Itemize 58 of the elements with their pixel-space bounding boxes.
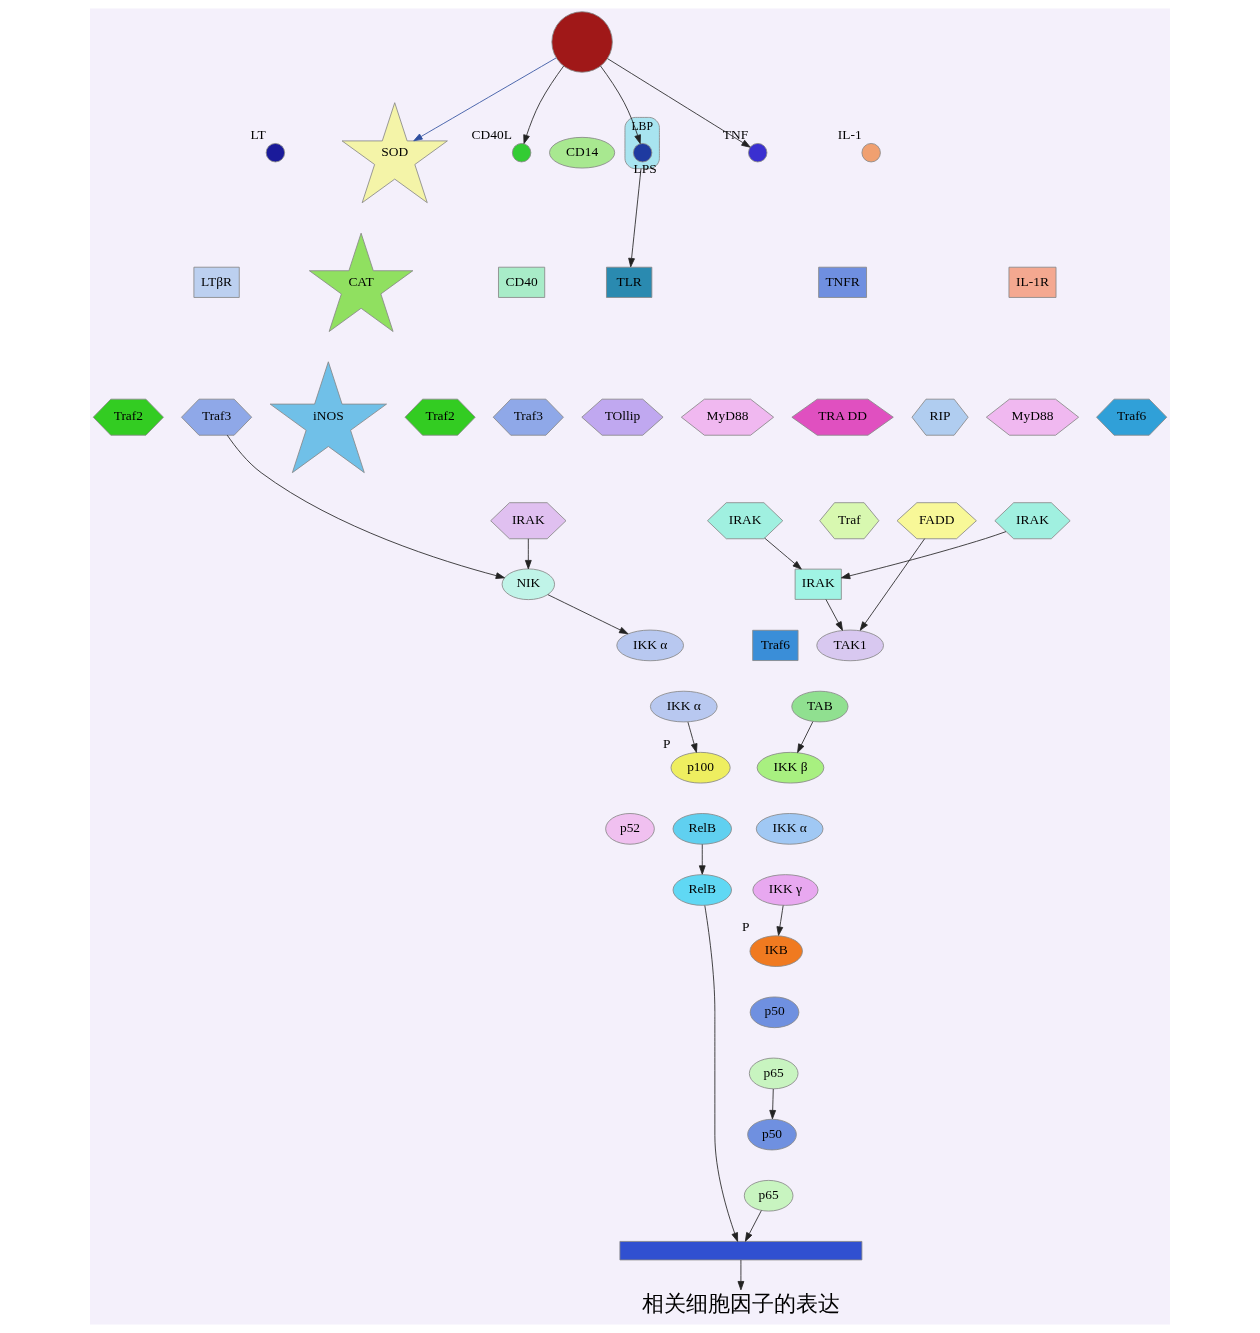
arrow — [523, 65, 565, 144]
arrow — [840, 531, 1007, 580]
arrow — [704, 905, 739, 1242]
node-ellipse: NIK — [501, 568, 555, 601]
arrow — [776, 905, 784, 936]
arrow — [607, 58, 751, 148]
node-ellipse: RelB — [672, 874, 732, 906]
node-box: TLR — [606, 266, 653, 298]
node-ellipse: p65 — [743, 1179, 794, 1212]
node-ellipse: IKK α — [650, 690, 718, 723]
node-ellipse: IKB — [749, 935, 803, 967]
node-ellipse: IKK γ — [752, 874, 819, 906]
node-box: TNFR — [818, 266, 867, 298]
arrow — [698, 843, 706, 875]
node-label: P — [742, 919, 750, 935]
node-ellipse: CD14 — [549, 136, 616, 169]
arrow — [737, 1259, 745, 1291]
node-ellipse: p100 — [670, 751, 731, 784]
node-ellipse: RelB — [672, 813, 732, 845]
arrow — [628, 168, 642, 268]
node-circle — [551, 11, 613, 73]
node-ellipse: p52 — [605, 813, 655, 845]
arrow — [825, 599, 843, 631]
node-box: Traf6 — [752, 629, 799, 661]
node-ellipse: p65 — [748, 1057, 799, 1090]
arrow — [413, 57, 557, 142]
node-bar — [619, 1241, 863, 1261]
arrow — [687, 721, 698, 753]
arrow — [769, 1088, 777, 1120]
arrow — [547, 594, 629, 635]
node-circle — [632, 143, 653, 163]
arrow — [744, 1210, 762, 1242]
node-ellipse: IKK α — [755, 813, 824, 845]
node-circle — [265, 143, 286, 163]
arrow — [226, 434, 505, 579]
node-box: CD40 — [498, 266, 546, 298]
node-label: CD40L — [471, 127, 512, 143]
node-ellipse: p50 — [747, 1118, 797, 1151]
node-ellipse: TAK1 — [816, 629, 884, 662]
node-label: IL-1 — [837, 127, 862, 143]
node-circle — [511, 143, 532, 163]
node-label: LT — [250, 127, 266, 143]
node-box: IRAK — [794, 568, 842, 600]
node-box: LTβR — [193, 266, 240, 298]
arrow — [764, 537, 802, 570]
node-ellipse: p50 — [749, 996, 800, 1029]
node-circle — [748, 143, 768, 163]
arrow — [524, 538, 532, 570]
node-box: IL-1R — [1008, 266, 1057, 298]
node-label: TNF — [722, 127, 749, 143]
node-circle — [861, 143, 881, 163]
arrow — [859, 538, 926, 631]
node-label: P — [662, 735, 671, 751]
arrow — [797, 721, 814, 753]
arrow — [600, 65, 641, 144]
node-ellipse: TAB — [791, 690, 849, 723]
node-text: 相关细胞因子的表达 — [641, 1292, 840, 1317]
node-ellipse: IKK β — [756, 751, 825, 784]
